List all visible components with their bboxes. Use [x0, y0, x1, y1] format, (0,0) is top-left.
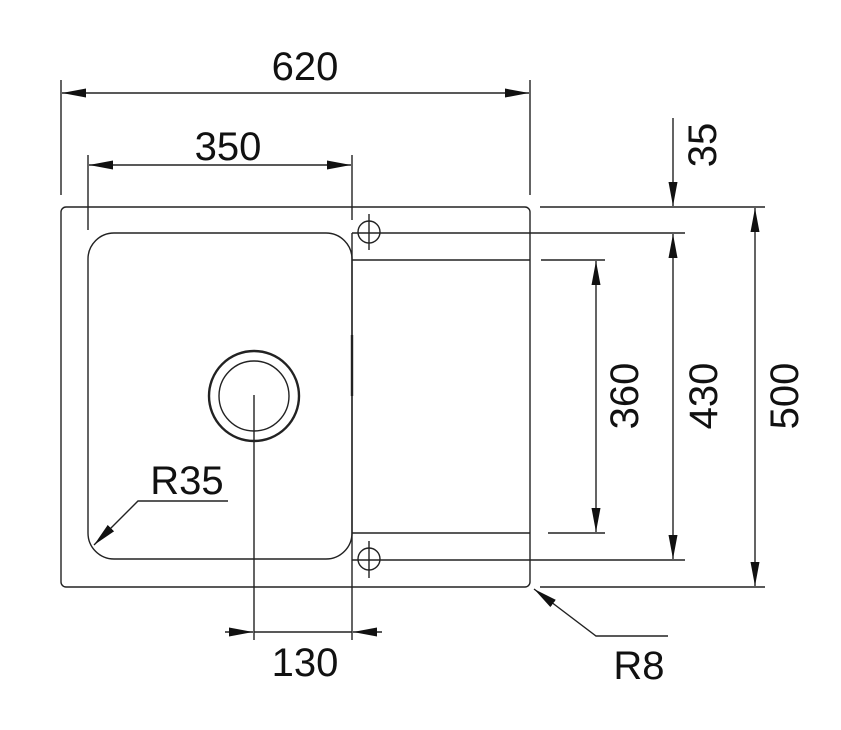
r35-label: R35	[150, 459, 223, 503]
dim-620-label: 620	[272, 45, 339, 89]
bowl-outline	[87, 232, 353, 560]
dim-130-label: 130	[272, 641, 339, 685]
sink-outline	[60, 206, 531, 588]
dim-35-label: 35	[681, 123, 725, 168]
dim-430-label: 430	[682, 363, 726, 430]
dim-360-label: 360	[603, 363, 647, 430]
tap-hole-top-icon	[357, 214, 381, 250]
r35-leader	[93, 500, 228, 546]
dim-350-label: 350	[195, 125, 262, 169]
tap-hole-bottom-icon	[357, 541, 381, 578]
r8-leader	[533, 588, 668, 637]
r8-label: R8	[613, 644, 664, 688]
dim-500-label: 500	[763, 363, 807, 430]
